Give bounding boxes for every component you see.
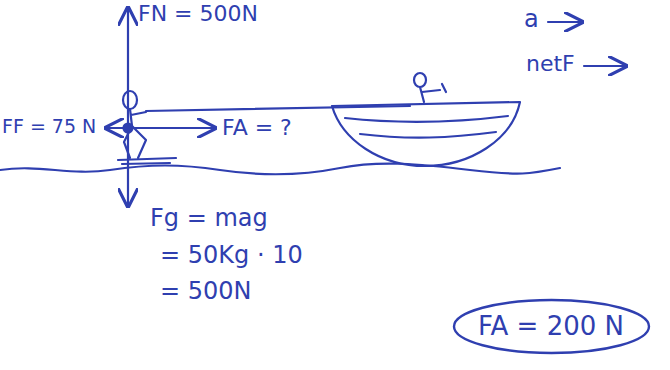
skier-body bbox=[124, 109, 146, 158]
skier-head bbox=[123, 91, 137, 109]
force-label: FF = 75 N bbox=[2, 116, 96, 137]
boat-lines bbox=[345, 116, 508, 138]
driver-body bbox=[420, 84, 446, 102]
acceleration-arrow bbox=[548, 21, 582, 23]
skis bbox=[118, 158, 176, 164]
force-label: FN = 500N bbox=[138, 2, 258, 26]
center-dot bbox=[124, 124, 133, 133]
answer-text: FA = 200 N bbox=[478, 312, 624, 341]
driver-head bbox=[414, 73, 426, 87]
gravity-force-arrow bbox=[127, 128, 129, 206]
ellipse-outline bbox=[454, 300, 649, 353]
force-label: FA = ? bbox=[222, 116, 292, 140]
equation-line: = 500N bbox=[160, 278, 252, 304]
equation-line: Fg = mag bbox=[150, 205, 268, 231]
boat-hull bbox=[332, 102, 520, 166]
applied-force-arrow bbox=[128, 127, 215, 129]
quantity-label: a bbox=[524, 6, 539, 32]
answer-ellipse: FA = 200 N bbox=[452, 298, 651, 355]
net-force-arrow bbox=[584, 65, 626, 67]
water-line bbox=[0, 164, 560, 175]
tow-rope bbox=[146, 106, 410, 111]
quantity-label: netF bbox=[526, 52, 575, 76]
normal-force-arrow bbox=[127, 8, 129, 128]
equation-line: = 50Kg · 10 bbox=[160, 242, 303, 268]
